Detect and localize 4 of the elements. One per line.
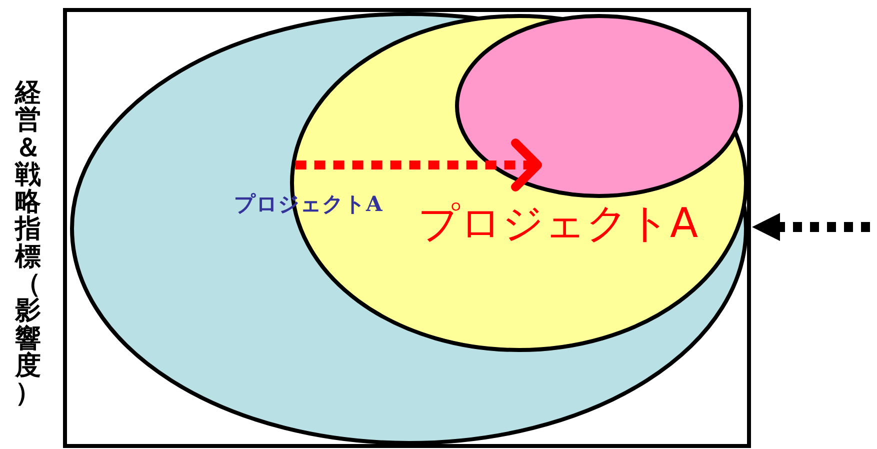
project-label: プロジェクトA — [418, 198, 698, 249]
dashed-arrow — [295, 138, 542, 192]
dashed-arrow — [752, 213, 870, 241]
axis-label: 経営＆戦略指標（影響度） — [15, 80, 41, 408]
